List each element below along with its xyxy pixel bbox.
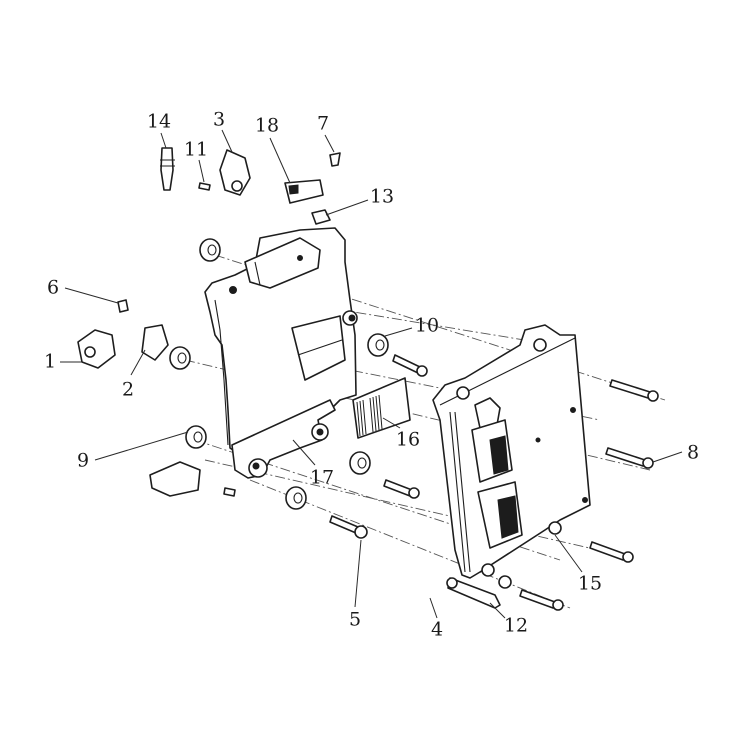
callout-13: 13 xyxy=(369,185,395,208)
callout-11: 11 xyxy=(183,138,209,161)
sensors xyxy=(77,147,341,497)
callout-15: 15 xyxy=(577,572,603,595)
callout-5: 5 xyxy=(348,608,362,631)
label-part xyxy=(352,377,411,439)
callout-1: 1 xyxy=(43,350,57,373)
ground-strap xyxy=(446,575,512,609)
callout-3: 3 xyxy=(212,108,226,131)
callout-4: 4 xyxy=(430,618,444,641)
callout-10: 10 xyxy=(414,314,440,337)
leader-lines xyxy=(60,129,683,619)
callout-6: 6 xyxy=(46,276,60,299)
callout-12: 12 xyxy=(503,614,529,637)
isolators xyxy=(169,238,389,510)
callout-16: 16 xyxy=(395,428,421,451)
callout-8: 8 xyxy=(686,441,700,464)
callout-9: 9 xyxy=(76,449,90,472)
callout-17: 17 xyxy=(309,466,335,489)
callout-14: 14 xyxy=(146,110,172,133)
bolts xyxy=(329,354,659,611)
callout-18: 18 xyxy=(254,114,280,137)
callout-7: 7 xyxy=(316,112,330,135)
callout-2: 2 xyxy=(121,378,135,401)
engine-control-module xyxy=(432,324,591,579)
mounting-bracket xyxy=(204,227,358,479)
